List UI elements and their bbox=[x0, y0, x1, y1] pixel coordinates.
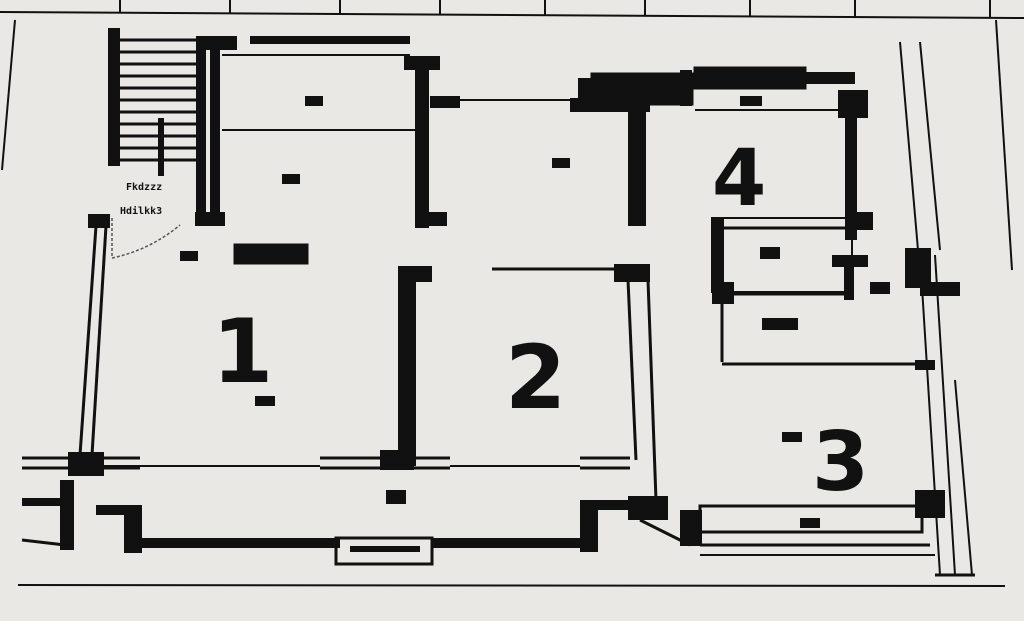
room-1-number: 1 bbox=[212, 300, 273, 403]
top-grid bbox=[0, 0, 1024, 587]
upper-left-room bbox=[195, 36, 447, 265]
room-3-area: 3 bbox=[698, 415, 930, 547]
room-1-area: 1 bbox=[78, 214, 275, 456]
bottom-corridor bbox=[21, 450, 702, 566]
room-2-area: 2 bbox=[492, 264, 658, 501]
small-rooms-right bbox=[711, 217, 920, 366]
stair-label-2: Hdilkk3 bbox=[120, 205, 162, 217]
room-3-number: 3 bbox=[812, 415, 869, 510]
room-2-number: 2 bbox=[505, 326, 566, 429]
partition-1-2 bbox=[398, 266, 432, 466]
room-4-number: 4 bbox=[712, 134, 766, 224]
staircase: Fkdzzz Hdilkk3 bbox=[108, 28, 206, 222]
stair-label-1: Fkdzzz bbox=[126, 182, 162, 193]
right-exterior bbox=[899, 41, 975, 577]
room-4-area: 4 bbox=[578, 66, 873, 240]
